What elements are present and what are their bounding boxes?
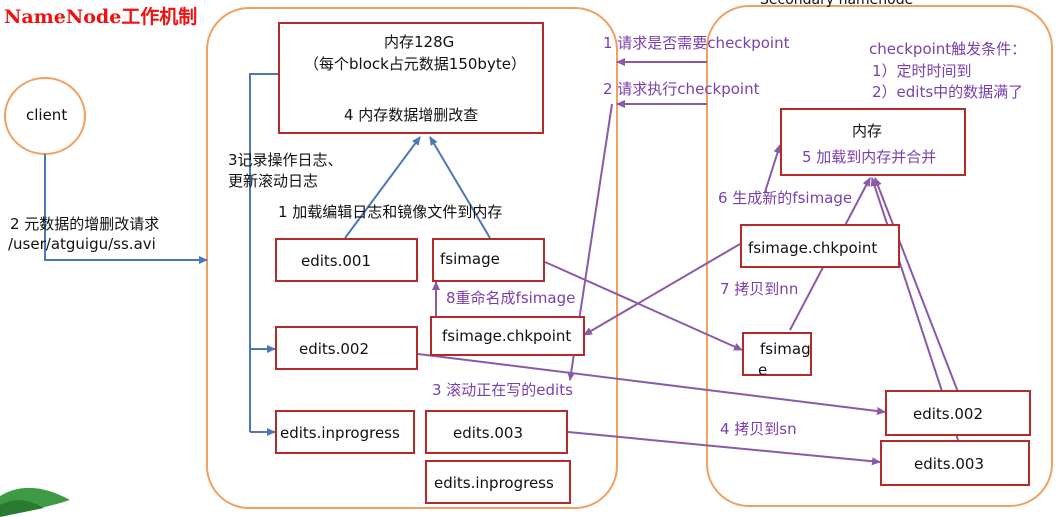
step7-copy-label: 7 拷贝到nn — [720, 280, 799, 298]
edits-001-label: edits.001 — [301, 252, 372, 270]
trigger-title: checkpoint触发条件： — [869, 40, 1027, 58]
step6-generate-label: 6 生成新的fsimage — [718, 189, 853, 207]
sn-memory-merge-step: 5 加载到内存并合并 — [802, 148, 937, 166]
sn-fsimage-chkpoint-box: fsimage.chkpoint — [740, 224, 900, 268]
edits-inprogress-label: edits.inprogress — [280, 424, 400, 442]
log-vertical-line — [249, 73, 278, 432]
client-request-arrow — [44, 154, 208, 264]
edits-003-box: edits.003 — [425, 410, 568, 454]
step1-load-label: 1 加载编辑日志和镜像文件到内存 — [278, 203, 503, 221]
memory-block-note: （每个block占元数据150byte） — [304, 55, 526, 73]
leaf-decoration — [0, 500, 44, 517]
nn-memory-box: 内存128G （每个block占元数据150byte） 4 内存数据增删改查 — [278, 22, 544, 134]
edits-inprogress-box: edits.inprogress — [275, 410, 415, 454]
diagram-title: NameNode工作机制 — [4, 6, 198, 28]
edits-001-box: edits.001 — [275, 238, 418, 282]
sn-memory-title: 内存 — [852, 122, 883, 140]
client-request-label-2: /user/atguigu/ss.avi — [8, 235, 156, 253]
arrow-memory-to-chkpoint — [764, 144, 782, 193]
edits-002-box: edits.002 — [275, 326, 418, 370]
arrow-fsimage-to-memory — [429, 136, 491, 239]
sn-memory-box: 内存 5 加载到内存并合并 — [780, 108, 966, 176]
memory-crud-step: 4 内存数据增删改查 — [344, 106, 479, 124]
sn-edits-003-label: edits.003 — [914, 455, 985, 473]
step4-copy-label: 4 拷贝到sn — [720, 420, 797, 438]
arrow-edits001-to-memory — [344, 136, 421, 239]
secondary-namenode-title: Secondary namenode — [760, 0, 914, 8]
step3-roll-label: 3 滚动正在写的edits — [432, 381, 573, 399]
step3-log-label-2: 更新滚动日志 — [228, 172, 319, 190]
edits-002-label: edits.002 — [299, 340, 370, 358]
arrow-sn-edits002-to-memory — [874, 177, 959, 393]
arrow-edits002-to-sn — [417, 353, 886, 415]
step8-rename-label: 8重命名成fsimage — [446, 289, 576, 307]
sn-edits-002-box: edits.002 — [885, 390, 1031, 436]
trigger-condition-2: 2）edits中的数据满了 — [872, 83, 1024, 101]
edits-003-label: edits.003 — [453, 424, 524, 442]
secondary-namenode-region — [706, 5, 1053, 507]
sn-fsimage-label-line2: e — [758, 361, 768, 379]
memory-size: 内存128G — [384, 33, 455, 51]
sn-fsimage-box: fsimag e — [742, 332, 812, 379]
sn-fsimage-chkpoint-label: fsimage.chkpoint — [748, 239, 878, 257]
step3-log-label-1: 3记录操作日志、 — [228, 151, 343, 169]
arrow-edits003-to-sn — [567, 431, 881, 466]
sn-edits-003-box: edits.003 — [880, 440, 1030, 486]
arrow-chkpoint-to-nn — [583, 243, 741, 336]
client-label: client — [26, 106, 68, 124]
nn-fsimage-chkpoint-box: fsimage.chkpoint — [430, 316, 585, 356]
edits-inprogress-new-label: edits.inprogress — [434, 474, 554, 492]
sn-edits-002-label: edits.002 — [913, 405, 984, 423]
trigger-condition-1: 1）定时时间到 — [872, 62, 972, 80]
fsimage-box: fsimage — [432, 238, 545, 282]
sn-fsimage-label-line1: fsimag — [760, 340, 811, 358]
edits-inprogress-new-box: edits.inprogress — [425, 460, 571, 504]
step1-request-label: 1 请求是否需要checkpoint — [603, 34, 790, 52]
fsimage-label: fsimage — [440, 250, 500, 268]
step2-execute-label: 2 请求执行checkpoint — [603, 80, 760, 98]
arrow-fsimage-to-sn — [544, 261, 743, 351]
nn-fsimage-chkpoint-label: fsimage.chkpoint — [442, 327, 572, 345]
client-request-label-1: 2 元数据的增删改请求 — [10, 215, 160, 233]
